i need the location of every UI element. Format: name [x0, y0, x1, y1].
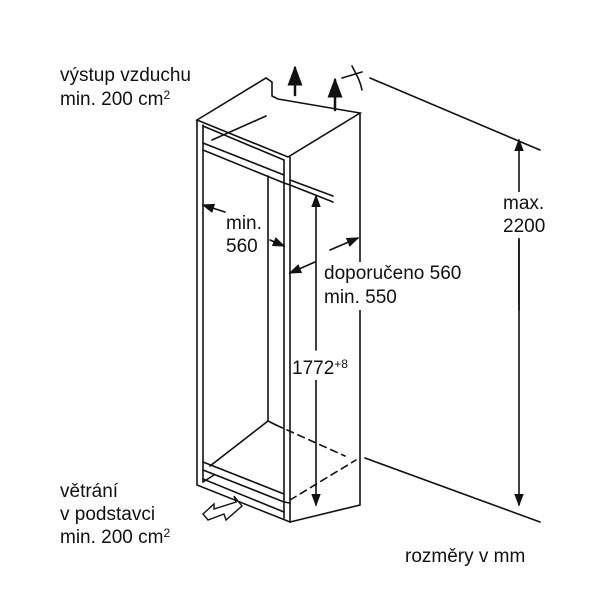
width-dimension: [201, 203, 226, 213]
top-leader-line: [369, 77, 541, 151]
base-vent-superscript: 2: [163, 526, 171, 540]
depth-label: doporučeno 560 min. 550: [324, 262, 462, 310]
bottom-leader-line: [364, 457, 541, 523]
air-outlet-label-line1: výstup vzduchu: [60, 65, 191, 86]
tilt-symbol-icon: [341, 65, 363, 91]
base-vent-line1: větrání: [60, 481, 119, 502]
depth-recommended: doporučeno 560: [324, 263, 462, 284]
depth-minimum: min. 550: [324, 287, 397, 308]
niche-height-value: 1772: [292, 358, 335, 379]
width-label-line1: min.: [226, 213, 262, 234]
niche-height-label: 1772+8: [292, 357, 348, 380]
cabinet-side: [267, 112, 361, 523]
width-label: min.560: [226, 212, 262, 258]
units-note-text: rozměry v mm: [405, 546, 526, 567]
depth-dimension: [329, 237, 360, 251]
niche-height-tolerance: +8: [334, 357, 348, 371]
max-height-value: 2200: [503, 216, 546, 237]
width-value: 560: [226, 236, 258, 257]
base-vent-area: min. 200 cm: [60, 527, 164, 548]
base-vent-line2: v podstavci: [60, 504, 156, 525]
air-outlet-label: výstup vzduchu: [60, 64, 191, 87]
base-vent-arrow-icon: [202, 495, 243, 522]
air-outlet-arrows-icon: [287, 65, 343, 112]
cabinet-top: [195, 77, 363, 158]
units-note: rozměry v mm: [405, 545, 526, 568]
air-outlet-area: min. 200 cm2: [60, 88, 170, 111]
max-height-label-line1: max.: [503, 193, 545, 214]
max-height-label: max.2200: [503, 192, 546, 238]
air-outlet-area-text: min. 200 cm: [60, 89, 164, 110]
cabinet-front-frame: [196, 115, 291, 524]
air-outlet-area-superscript: 2: [163, 88, 171, 102]
